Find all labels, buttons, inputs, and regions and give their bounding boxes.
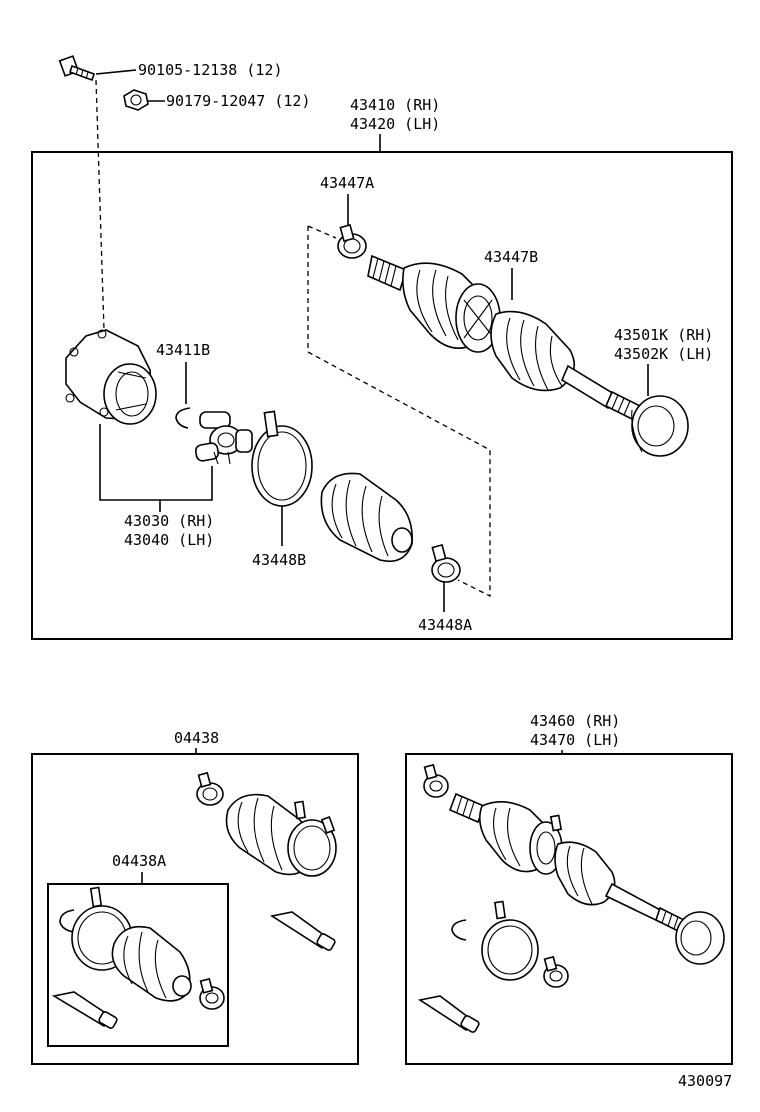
label-outer-rh: 43501K (RH) — [614, 326, 713, 344]
clamp-a-icon — [337, 223, 367, 259]
kit-sub-grease-tube-icon — [51, 991, 118, 1029]
inner-boot-icon — [320, 472, 413, 563]
kit-band-icon — [287, 800, 337, 877]
assy-frame — [405, 753, 733, 1065]
label-outer-lh: 43502K (LH) — [614, 345, 713, 363]
tulip-housing-icon — [65, 329, 157, 425]
figure-number: 430097 — [678, 1072, 732, 1090]
label-assy-rh: 43460 (RH) — [530, 712, 620, 730]
assy-snap-ring-icon — [451, 919, 467, 941]
label-band-b: 43448B — [252, 551, 306, 569]
label-kit-sub: 04438A — [112, 852, 166, 870]
kit-grease-tube-icon — [269, 911, 336, 951]
kit-sub-clamp-icon — [199, 977, 225, 1010]
assy-grease-tube-icon — [417, 995, 480, 1033]
label-assy-lh: 43470 (LH) — [530, 731, 620, 749]
shaft-dash-box — [307, 225, 491, 598]
label-shaft-rh: 43410 (RH) — [350, 96, 440, 114]
assy-clamp-icon — [423, 763, 449, 798]
label-snap-ring: 43411B — [156, 341, 210, 359]
outer-ring-icon — [631, 395, 689, 457]
assy-band-icon — [481, 900, 539, 981]
label-shaft-lh: 43420 (LH) — [350, 115, 440, 133]
snap-ring-icon — [175, 407, 191, 429]
main-assembly-frame — [31, 151, 733, 640]
bolt-icon — [58, 55, 96, 82]
kit-sub-frame — [47, 883, 229, 1047]
bolt-dash-line — [95, 79, 105, 331]
assy-outer-ring-icon — [675, 911, 725, 965]
kit-frame — [31, 753, 359, 1065]
label-clamp-b: 43447B — [484, 248, 538, 266]
band-b-icon — [251, 410, 313, 507]
band-a-icon — [431, 543, 461, 583]
assy-shaft-icon — [448, 792, 685, 934]
kit-sub-boot-icon — [111, 925, 192, 1002]
bolt-leader — [95, 69, 137, 75]
kit-sub-snap-ring-icon — [59, 909, 75, 933]
tripod-icon — [194, 411, 253, 465]
label-tulip-lh: 43040 (LH) — [124, 531, 214, 549]
assy-small-clamp-icon — [543, 955, 569, 988]
drive-shaft-icon — [367, 254, 642, 422]
tulip-bracket — [99, 424, 213, 501]
kit-clamp-icon — [196, 771, 224, 806]
label-tulip-rh: 43030 (RH) — [124, 512, 214, 530]
nut-icon — [123, 89, 149, 111]
label-bolt: 90105-12138 (12) — [138, 61, 283, 79]
label-band-a: 43448A — [418, 616, 472, 634]
label-kit: 04438 — [174, 729, 219, 747]
label-nut: 90179-12047 (12) — [166, 92, 311, 110]
label-clamp-a: 43447A — [320, 174, 374, 192]
